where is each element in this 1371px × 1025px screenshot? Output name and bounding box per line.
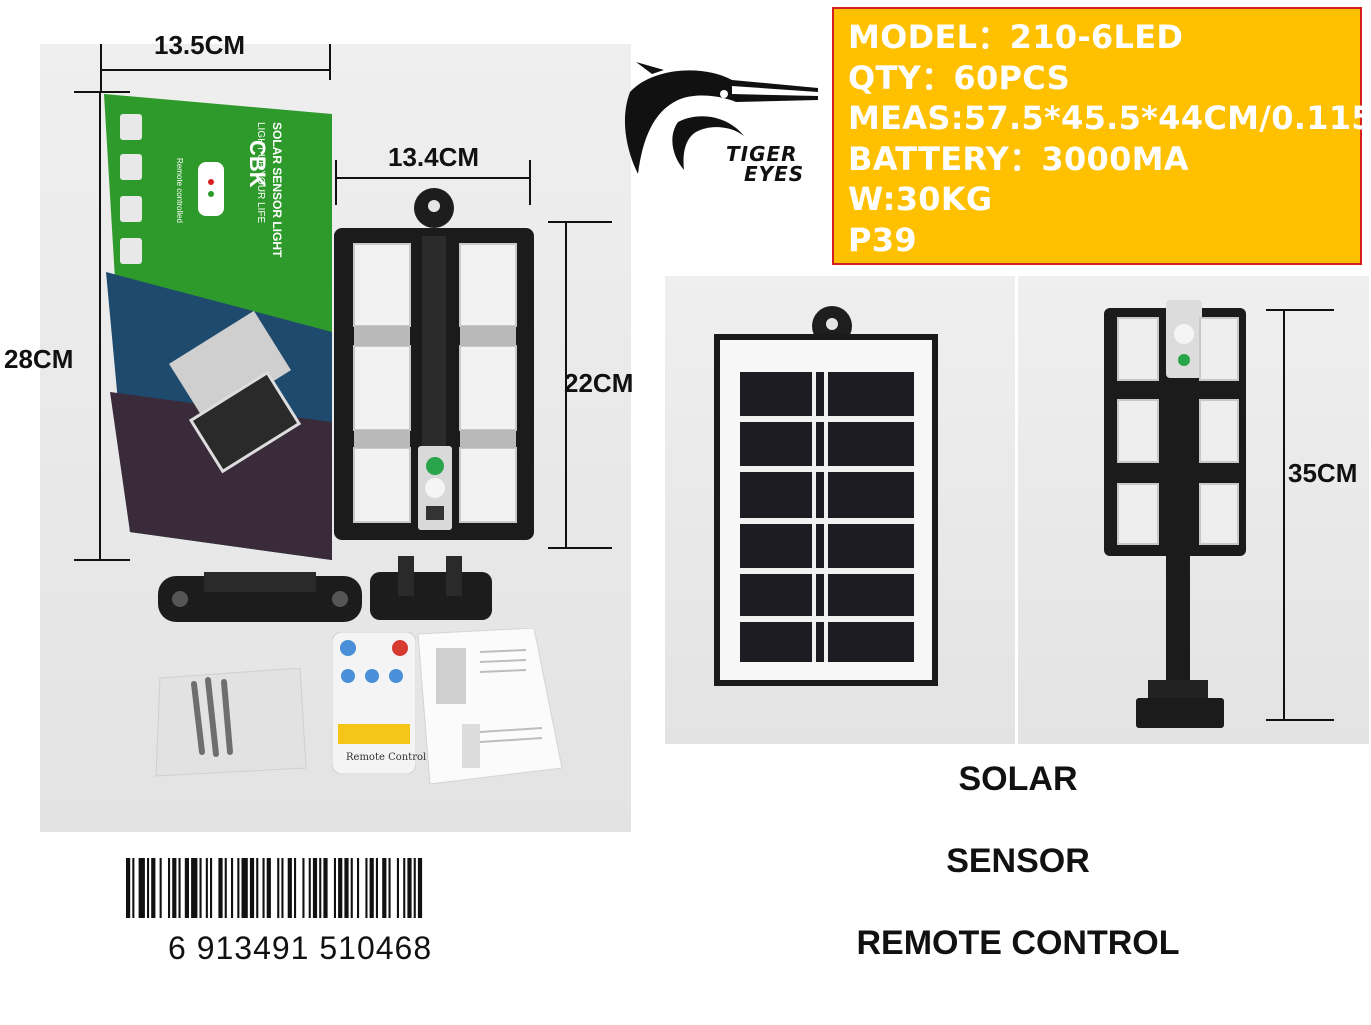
barcode <box>126 858 423 918</box>
barcode-bar <box>365 858 368 918</box>
barcode-bar <box>396 858 399 918</box>
dim-light-width: 13.4CM <box>388 142 480 172</box>
barcode-bar <box>184 858 189 918</box>
barcode-bar <box>369 858 374 918</box>
spec-meas: MEAS:57.5*45.5*44CM/0.115 <box>848 99 1371 137</box>
mounted-light <box>1104 300 1246 728</box>
barcode-bar <box>294 858 297 918</box>
barcode-bar <box>237 858 240 918</box>
barcode-bar <box>266 858 271 918</box>
remote-control <box>332 632 416 774</box>
barcode-bar <box>407 858 412 918</box>
dim-light-height: 22CM <box>564 368 634 398</box>
barcode-bar <box>287 858 292 918</box>
mount-bracket-left <box>158 572 362 622</box>
barcode-bar <box>147 858 150 918</box>
barcode-bar <box>199 858 202 918</box>
spec-box: MODEL：210-6LED QTY：60PCS MEAS:57.5*45.5*… <box>832 7 1371 265</box>
dimension-lines-left <box>74 44 612 561</box>
barcode-bar <box>138 858 145 918</box>
barcode-bar <box>218 858 223 918</box>
barcode-bar <box>357 858 360 918</box>
solar-panel <box>714 306 938 686</box>
barcode-bar <box>382 858 387 918</box>
barcode-bar <box>388 858 391 918</box>
feature-solar: SOLAR <box>958 760 1078 798</box>
spec-model: MODEL：210-6LED <box>848 18 1184 56</box>
barcode-bar <box>159 858 162 918</box>
remote-label: Remote Control <box>346 752 427 763</box>
dimension-lines-right <box>1266 309 1334 721</box>
instruction-manual <box>417 628 563 784</box>
barcode-number: 6 913491 510468 <box>168 930 433 966</box>
spec-qty: QTY：60PCS <box>848 58 1071 97</box>
spec-weight: W:30KG <box>848 180 993 218</box>
barcode-bar <box>302 858 305 918</box>
barcode-bar <box>256 858 259 918</box>
barcode-bar <box>168 858 171 918</box>
barcode-bar <box>333 858 336 918</box>
barcode-bar <box>344 858 349 918</box>
feature-remote-control: REMOTE CONTROL <box>856 924 1180 962</box>
barcode-bar <box>350 858 353 918</box>
barcode-bar <box>172 858 177 918</box>
dim-box-height: 28CM <box>4 344 74 374</box>
tiger-logo-icon <box>624 62 818 174</box>
barcode-bar <box>178 858 181 918</box>
spec-page: P39 <box>848 220 917 259</box>
barcode-bar <box>308 858 311 918</box>
led-light-front <box>334 188 534 540</box>
barcode-bar <box>375 858 378 918</box>
brand-name-line1: TIGER <box>726 142 798 166</box>
barcode-bar <box>281 858 284 918</box>
barcode-bar <box>312 858 318 918</box>
barcode-bar <box>413 858 416 918</box>
barcode-bar <box>241 858 248 918</box>
spec-battery: BATTERY：3000MA <box>848 139 1189 178</box>
barcode-bar <box>277 858 280 918</box>
barcode-bar <box>323 858 328 918</box>
barcode-bar <box>132 858 135 918</box>
barcode-bar <box>262 858 265 918</box>
dim-mounted-height: 35CM <box>1288 458 1358 488</box>
barcode-bar <box>205 858 208 918</box>
barcode-bar <box>249 858 255 918</box>
barcode-bar <box>403 858 406 918</box>
brand-name-line2: EYES <box>744 162 805 186</box>
feature-sensor: SENSOR <box>946 842 1090 880</box>
dim-box-width: 13.5CM <box>154 30 246 60</box>
barcode-bar <box>224 858 227 918</box>
barcode-bar <box>417 858 423 918</box>
barcode-bar <box>338 858 343 918</box>
package-box <box>104 94 332 560</box>
barcode-bar <box>319 858 322 918</box>
barcode-bar <box>126 858 131 918</box>
barcode-bar <box>210 858 213 918</box>
mount-bracket-right <box>370 556 492 620</box>
barcode-bar <box>151 858 156 918</box>
screw-bag <box>155 668 307 777</box>
barcode-bar <box>231 858 234 918</box>
barcode-bar <box>191 858 198 918</box>
